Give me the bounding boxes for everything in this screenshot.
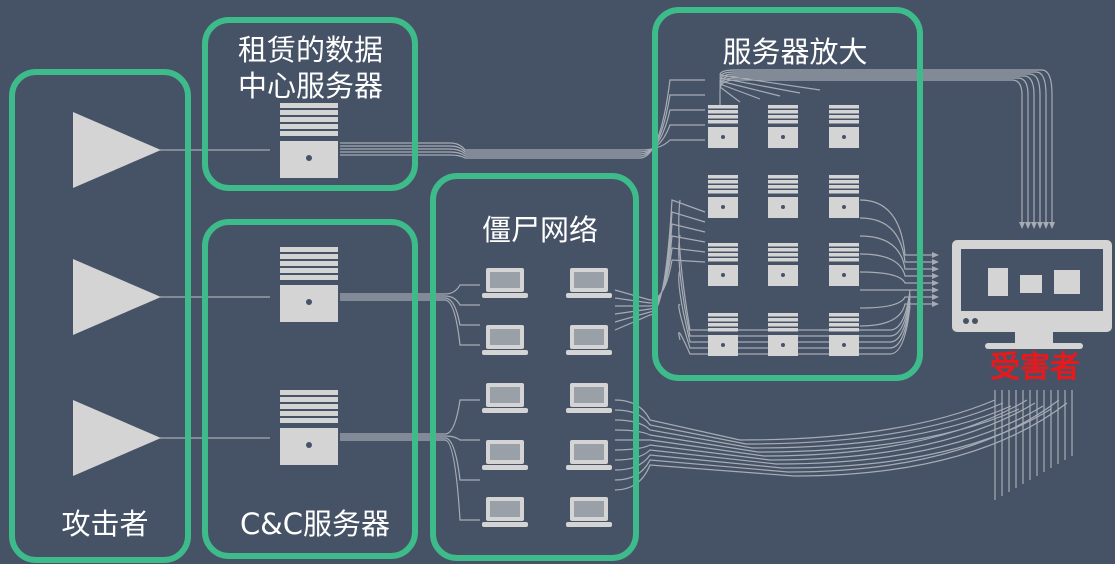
attacker-group-frame (9, 69, 191, 563)
wire-cc-bot (340, 399, 480, 435)
amplification-group-frame (652, 7, 923, 381)
laptop-icon (566, 325, 612, 355)
arrowhead (932, 273, 939, 279)
laptop-icon (482, 440, 528, 470)
cc-servers-label: C&C服务器 (239, 507, 391, 541)
laptop-icon (566, 268, 612, 298)
wire-amp-victim (859, 235, 935, 270)
arrowhead (1019, 222, 1025, 229)
amplifier-server-icon (829, 243, 859, 286)
amplifier-server-icon (708, 313, 738, 356)
arrowhead (932, 252, 939, 258)
amplifier-server-icon (768, 105, 798, 148)
group-frames (9, 7, 923, 563)
wire-cc-bot (340, 439, 480, 521)
wire-amp-mesh (678, 269, 911, 343)
wire-rented-amp (340, 79, 705, 159)
arrowhead (932, 280, 939, 286)
arrowhead (1031, 222, 1037, 229)
wire-amp-victim (719, 79, 1023, 225)
arrowhead (1025, 222, 1031, 229)
attacker-icon (73, 259, 161, 335)
cc-servers-group-frame (202, 219, 418, 559)
laptop-icon (482, 268, 528, 298)
wire-amp-mesh (678, 234, 911, 337)
service-icon (988, 268, 1008, 296)
wire-cc-bot (340, 284, 480, 295)
server-icon (280, 390, 338, 465)
amplifier-server-icon (768, 243, 798, 286)
arrowhead (932, 301, 939, 307)
wire-amp-victim (859, 296, 935, 309)
amplifier-server-icon (768, 175, 798, 218)
botnet-label: 僵尸网络 (481, 213, 598, 247)
wire-amp-victim (859, 217, 935, 263)
arrowhead (932, 287, 939, 293)
wire-cc-bot (340, 297, 480, 326)
server-icon (280, 247, 338, 322)
wire-rented-amp (340, 124, 705, 153)
wire-bot-amp (614, 199, 706, 331)
amplification-label: 服务器放大 (722, 35, 868, 69)
laptop-icon (566, 497, 612, 527)
amplifier-server-icon (768, 313, 798, 356)
wire-rented-amp (340, 94, 705, 157)
wire-amp-victim (719, 69, 1053, 225)
amplifier-server-icon (708, 105, 738, 148)
victim-label: 受害者 (990, 350, 1080, 385)
wire-bot-amp (614, 259, 706, 301)
arrowhead (932, 294, 939, 300)
attacker-icon (73, 112, 161, 188)
wire-cc-bot (340, 437, 480, 481)
wire-rented-amp (340, 109, 705, 155)
amplifier-server-icon (829, 105, 859, 148)
attacker-label: 攻击者 (61, 507, 149, 541)
laptop-icon (482, 497, 528, 527)
wire-cc-bot (340, 295, 480, 306)
wire-bot-amp (614, 247, 706, 304)
wire-amp-victim (859, 253, 935, 277)
rented-servers-label-line1: 租赁的数据 (237, 33, 383, 67)
devices (73, 103, 1112, 527)
service-icon (1020, 275, 1042, 293)
arrowhead (1049, 222, 1055, 229)
arrowhead (932, 266, 939, 272)
amplifier-server-icon (708, 243, 738, 286)
laptop-icon (566, 383, 612, 413)
laptop-icon (482, 383, 528, 413)
server-icon (280, 103, 338, 178)
arrowhead (1037, 222, 1043, 229)
victim-monitor-icon (952, 240, 1112, 349)
wire-bot-amp (615, 235, 706, 307)
service-icon (1054, 270, 1080, 294)
wire-amp-victim (859, 303, 935, 327)
wire-amp-victim (719, 77, 1029, 225)
laptop-icon (566, 440, 612, 470)
amplifier-server-icon (829, 313, 859, 356)
wire-cc-bot (340, 299, 480, 346)
wire-amp-mesh (678, 199, 911, 331)
wire-cc-bot (340, 435, 480, 441)
amplifier-server-icon (829, 175, 859, 218)
wire-bot-victim (614, 402, 1068, 491)
wire-rented-amp (340, 139, 705, 151)
botnet-group-frame (430, 173, 639, 561)
attacker-icon (73, 400, 161, 476)
wire-amp-victim (859, 271, 935, 284)
laptop-icon (482, 325, 528, 355)
arrowhead (932, 259, 939, 265)
amplifier-server-icon (708, 175, 738, 218)
arrowhead (1043, 222, 1049, 229)
rented-servers-label-line2: 中心服务器 (237, 69, 383, 103)
rented-servers-group-frame (202, 17, 418, 191)
wire-amp-victim (859, 199, 935, 256)
